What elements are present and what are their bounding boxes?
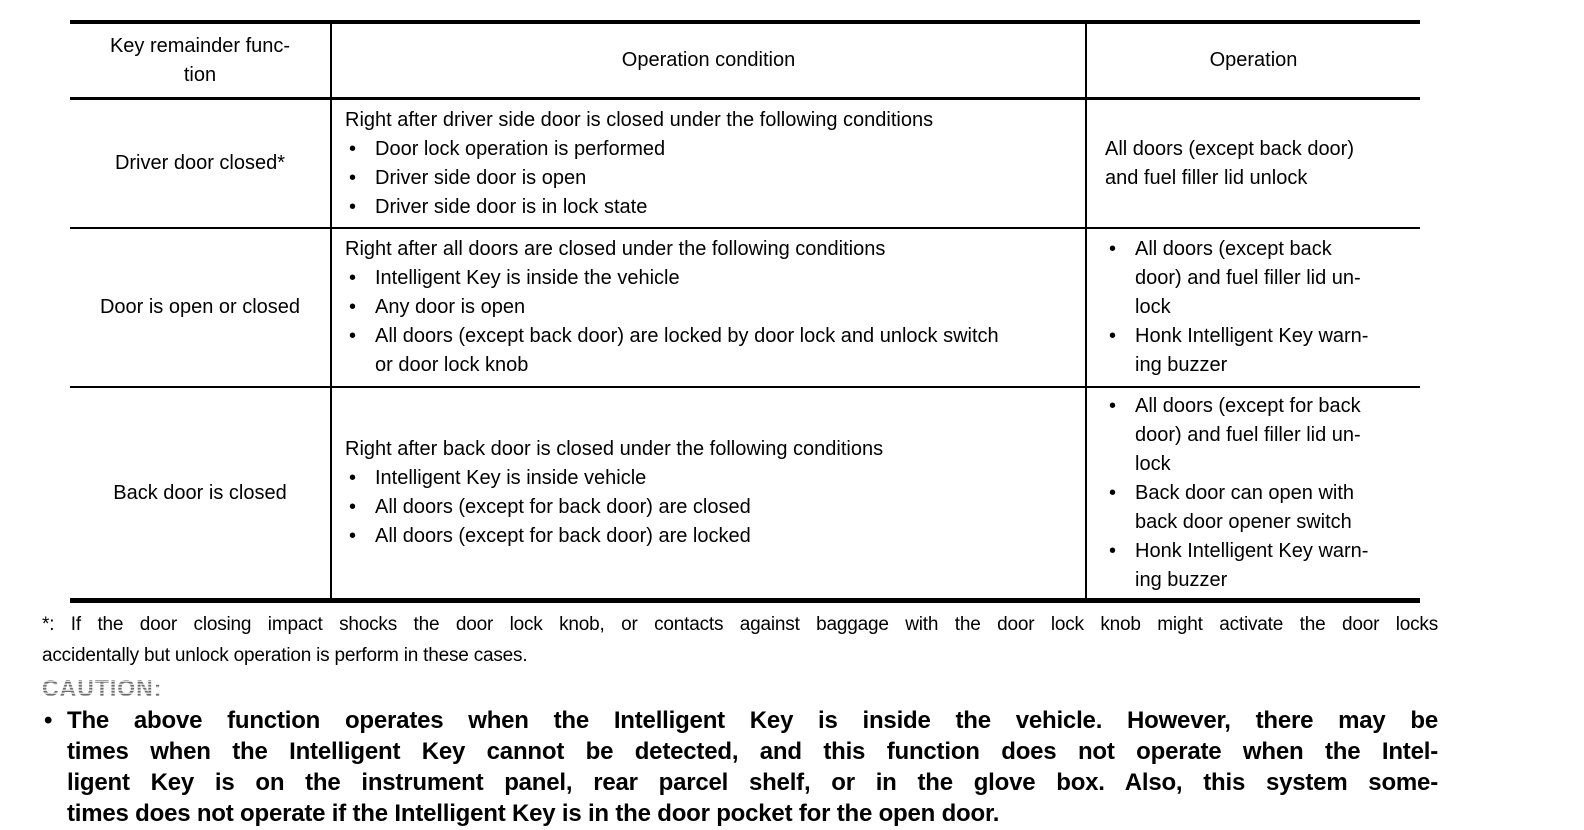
caution-line: The above function operates when the Int… xyxy=(67,707,1438,734)
condition-cell: Right after back door is closed under th… xyxy=(330,388,1085,598)
condition-intro: Right after all doors are closed under t… xyxy=(345,238,886,260)
operation-text: All doors (except back door) and fuel fi… xyxy=(1105,137,1355,189)
caution-item: • The above function operates when the I… xyxy=(42,705,1438,829)
header-operation: Operation xyxy=(1085,24,1420,97)
condition-intro: Right after back door is closed under th… xyxy=(345,438,884,460)
bullet-item: Driver side door is in lock state xyxy=(345,193,1077,222)
footnote: *: If the door closing impact shocks the… xyxy=(42,609,1438,671)
header-key-reminder-function: Key remainder func- tion xyxy=(109,34,291,86)
bullet-icon: • xyxy=(44,707,53,734)
footnote-line: *: If the door closing impact shocks the… xyxy=(42,614,1438,635)
footnote-line: accidentally but unlock operation is per… xyxy=(42,645,528,666)
table-row-driver-door-closed: Driver door closed* Right after driver s… xyxy=(70,100,1420,229)
function-cell: Back door is closed xyxy=(113,481,287,504)
caution-line: times when the Intelligent Key cannot be… xyxy=(67,738,1438,765)
key-reminder-table: Key remainder func- tion Operation condi… xyxy=(70,20,1420,603)
bullet-item: Intelligent Key is inside vehicle xyxy=(345,464,1077,493)
bullet-item: Intelligent Key is inside the vehicle xyxy=(345,264,1077,293)
bullet-item: Any door is open xyxy=(345,293,1077,322)
bullet-item: All doors (except for back door) are loc… xyxy=(345,522,1077,551)
header-operation-condition: Operation condition xyxy=(330,24,1085,97)
table-header-row: Key remainder func- tion Operation condi… xyxy=(70,24,1420,100)
bullet-item: Back door can open with back door opener… xyxy=(1105,479,1416,537)
operation-cell: All doors (except for back door) and fue… xyxy=(1085,388,1420,598)
operation-cell: All doors (except back door) and fuel fi… xyxy=(1085,229,1420,386)
condition-cell: Right after all doors are closed under t… xyxy=(330,229,1085,386)
function-cell: Driver door closed* xyxy=(114,152,286,174)
caution-line: ligent Key is on the instrument panel, r… xyxy=(67,769,1438,796)
bullet-item: All doors (except back door) are locked … xyxy=(345,322,1077,380)
caution-heading: CAUTION: xyxy=(42,675,163,701)
bullet-item: All doors (except back door) and fuel fi… xyxy=(1105,235,1416,322)
bullet-item: Honk Intelligent Key warn- ing buzzer xyxy=(1105,537,1416,595)
bullet-item: Door lock operation is performed xyxy=(345,135,1077,164)
bullet-item: Driver side door is open xyxy=(345,164,1077,193)
caution-list: • The above function operates when the I… xyxy=(42,705,1438,829)
table-row-door-open-or-closed: Door is open or closed Right after all d… xyxy=(70,229,1420,388)
condition-intro: Right after driver side door is closed u… xyxy=(345,108,934,131)
condition-cell: Right after driver side door is closed u… xyxy=(330,100,1085,227)
bullet-item: All doors (except for back door) are clo… xyxy=(345,493,1077,522)
operation-cell: All doors (except back door) and fuel fi… xyxy=(1085,100,1420,227)
table-row-back-door-closed: Back door is closed Right after back doo… xyxy=(70,388,1420,603)
bullet-item: All doors (except for back door) and fue… xyxy=(1105,392,1416,479)
caution-line: times does not operate if the Intelligen… xyxy=(67,800,1000,827)
bullet-item: Honk Intelligent Key warn- ing buzzer xyxy=(1105,322,1416,380)
function-cell: Door is open or closed xyxy=(99,296,301,318)
